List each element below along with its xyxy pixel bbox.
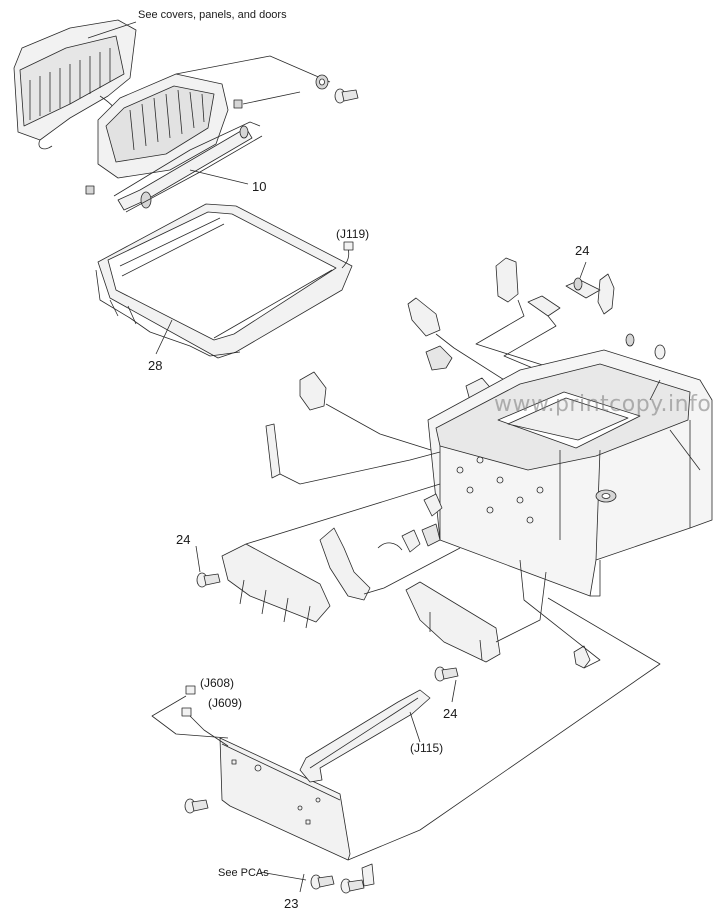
callout-j119: (J119) [336, 227, 370, 241]
callout-23: 23 [284, 896, 299, 911]
callout-10: 10 [252, 179, 267, 194]
left-side-bracket [221, 543, 331, 629]
screw-pca-left [184, 798, 209, 814]
leader-24-top [579, 261, 587, 279]
spring-and-levers [377, 493, 443, 553]
leader-covers [87, 21, 137, 39]
leader-lower-bracket [495, 571, 547, 643]
connector-j608 [185, 685, 196, 695]
fuser-upper-assembly [85, 73, 243, 195]
lower-right-bracket [405, 581, 501, 663]
cable-j608 [151, 695, 229, 739]
main-chassis-frame [427, 349, 713, 597]
leader-j115 [409, 711, 421, 743]
roller-part-10 [113, 121, 263, 213]
small-bracket [361, 863, 375, 887]
callout-j608: (J608) [200, 676, 235, 690]
callout-j609: (J609) [208, 696, 243, 710]
callout-24-left: 24 [176, 532, 191, 547]
leader-23 [299, 873, 305, 893]
leader-28 [155, 319, 173, 355]
covers-note: See covers, panels, and doors [138, 9, 287, 21]
vertical-rail-part [265, 423, 281, 479]
callout-j115: (J115) [410, 741, 444, 755]
transfer-belt-assembly [95, 203, 353, 359]
rear-cover-panel [13, 19, 137, 150]
center-link-bracket [319, 527, 371, 601]
callout-24-bottom: 24 [443, 706, 458, 721]
shaft-pins [527, 277, 666, 360]
leader-24-bottom [451, 679, 457, 703]
callout-24-top: 24 [575, 243, 590, 258]
screw-23-b [340, 878, 365, 894]
leader-24-left [195, 545, 201, 573]
callout-28: 28 [148, 358, 163, 373]
sensor-right [573, 645, 591, 669]
leader-bracket [245, 483, 441, 545]
screw-top [334, 88, 359, 104]
screw-bottom [434, 666, 459, 682]
connector-j119 [343, 241, 354, 251]
ribbon-cable-j115 [299, 689, 431, 783]
pcas-note: See PCAs [218, 867, 269, 879]
cable-j609 [189, 715, 229, 747]
washer [315, 74, 329, 90]
connector-j609 [181, 707, 192, 717]
watermark: www.printcopy.info [494, 392, 712, 417]
leader-10 [189, 169, 249, 185]
leader-sensor [519, 559, 601, 669]
screw-left [196, 572, 221, 588]
screw-23-a [310, 874, 335, 890]
leader-pca [347, 597, 661, 861]
leader-rail [279, 451, 441, 485]
